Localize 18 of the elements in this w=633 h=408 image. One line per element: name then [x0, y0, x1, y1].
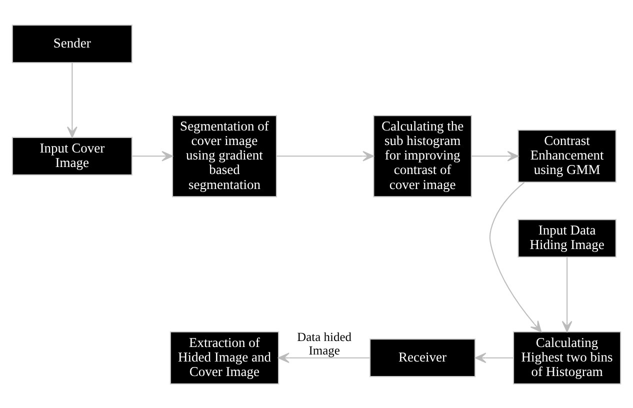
edge-label: Data hided Image: [297, 329, 352, 357]
arrow: [562, 256, 572, 332]
node-box: Calculating the sub histogram for improving contrast of cover image: [373, 114, 472, 197]
node-box: Input Cover Image: [12, 136, 132, 175]
node-box: Sender: [12, 24, 132, 63]
arrow: [66, 62, 78, 138]
node-box: Segmentation of cover image using gradient based segmentation: [172, 114, 277, 197]
node-box: Contrast Enhancement using GMM: [518, 129, 616, 182]
arrow: [276, 150, 374, 161]
arrow: [278, 352, 370, 363]
arrow: [132, 150, 173, 161]
node-box: Calculating Highest two bins of Histogram: [513, 330, 622, 384]
arrow: [471, 150, 519, 161]
node-box: Input Data Hiding Image: [518, 218, 616, 258]
arrow: [474, 352, 514, 363]
arrow: [489, 182, 542, 332]
node-box: Receiver: [370, 338, 476, 377]
node-box: Extraction of Hided Image and Cover Image: [170, 330, 280, 384]
